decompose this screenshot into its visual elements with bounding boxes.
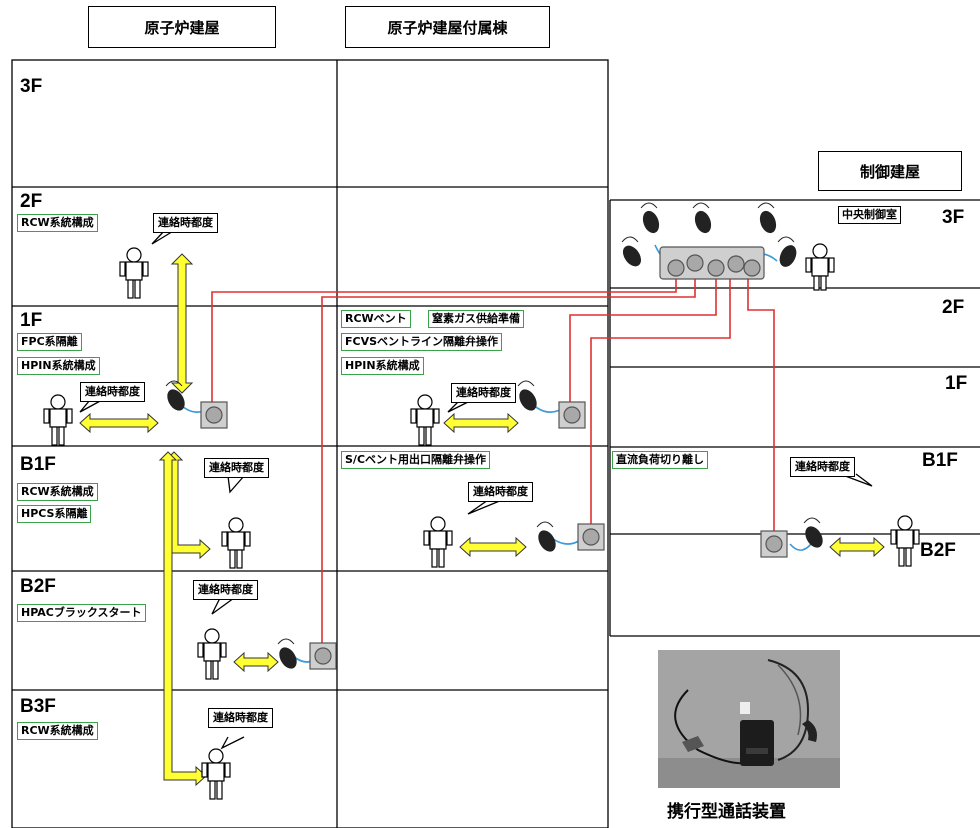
- cable-annex-1f: [570, 268, 716, 414]
- headset-icon: [758, 203, 779, 235]
- person-icon: [806, 244, 834, 290]
- headset-icon: [516, 381, 539, 413]
- floor-label-b1f: B1F: [20, 455, 56, 474]
- task-label: RCW系統構成: [17, 214, 98, 232]
- person-icon: [120, 248, 148, 298]
- task-label: S/Cベント用出口隔離弁操作: [341, 451, 490, 469]
- task-label: HPCS系隔離: [17, 505, 91, 523]
- photo-caption: 携行型通話装置: [667, 797, 786, 822]
- headset-icon: [535, 522, 558, 554]
- task-label: FPC系隔離: [17, 333, 82, 351]
- task-label: HPIN系統構成: [341, 357, 424, 375]
- floor-label-b2f: B2F: [20, 577, 56, 596]
- arrow-rb-1f-horizontal: [80, 414, 158, 432]
- task-label: 直流負荷切り離し: [612, 451, 708, 469]
- person-icon: [44, 395, 72, 445]
- person-icon: [891, 516, 919, 566]
- arrow-rb-b2f-horizontal: [234, 653, 278, 671]
- task-label: HPIN系統構成: [17, 357, 100, 375]
- task-label: 窒素ガス供給準備: [428, 310, 524, 328]
- control-floor-label-3f: 3F: [942, 208, 964, 227]
- headset-icon: [641, 203, 662, 235]
- headset-icon: [276, 639, 299, 671]
- person-icon: [424, 517, 452, 567]
- headset-icon: [693, 203, 714, 235]
- headset-icon: [777, 237, 799, 269]
- speech-bubble: 連絡時都度: [204, 458, 269, 478]
- portable-communication-device-photo: [658, 650, 840, 788]
- control-floor-label-b2f: B2F: [920, 541, 956, 560]
- arrow-annex-1f-horizontal: [444, 414, 518, 432]
- control-floor-label-1f: 1F: [945, 374, 967, 393]
- task-label: RCW系統構成: [17, 722, 98, 740]
- arrow-annex-b1f-horizontal: [460, 538, 526, 556]
- control-floor-label-b1f: B1F: [922, 451, 958, 470]
- control-floor-label-2f: 2F: [942, 298, 964, 317]
- speech-bubble: 連絡時都度: [80, 382, 145, 402]
- headset-cords: [178, 245, 814, 662]
- person-icon: [411, 395, 439, 445]
- person-icon: [222, 518, 250, 568]
- arrow-rb-2f-1f: [172, 254, 192, 393]
- cable-annex-b1f: [591, 268, 730, 537]
- arrow-rb-b1f-b3f-vertical: [160, 452, 206, 785]
- floor-label-3f: 3F: [20, 77, 42, 96]
- speech-bubble: 連絡時都度: [153, 213, 218, 233]
- task-label: FCVSベントライン隔離弁操作: [341, 333, 502, 351]
- speech-bubble: 連絡時都度: [468, 482, 533, 502]
- speech-bubble: 連絡時都度: [790, 457, 855, 477]
- speech-bubble: 連絡時都度: [451, 383, 516, 403]
- control-room-label: 中央制御室: [838, 206, 901, 224]
- task-label: RCW系統構成: [17, 483, 98, 501]
- person-icon: [202, 749, 230, 799]
- task-label: HPACブラックスタート: [17, 604, 146, 622]
- floor-label-1f: 1F: [20, 311, 42, 330]
- floor-label-2f: 2F: [20, 192, 42, 211]
- speech-bubble: 連絡時都度: [193, 580, 258, 600]
- person-icon: [198, 629, 226, 679]
- reactor-building-grid: [12, 60, 608, 828]
- headset-icon: [620, 237, 644, 269]
- floor-label-b3f: B3F: [20, 697, 56, 716]
- task-label: RCWベント: [341, 310, 411, 328]
- cable-control-b1f: [748, 268, 774, 544]
- device-illustration: [658, 650, 840, 788]
- speech-bubble: 連絡時都度: [208, 708, 273, 728]
- arrow-control-b1f-horizontal: [830, 538, 884, 556]
